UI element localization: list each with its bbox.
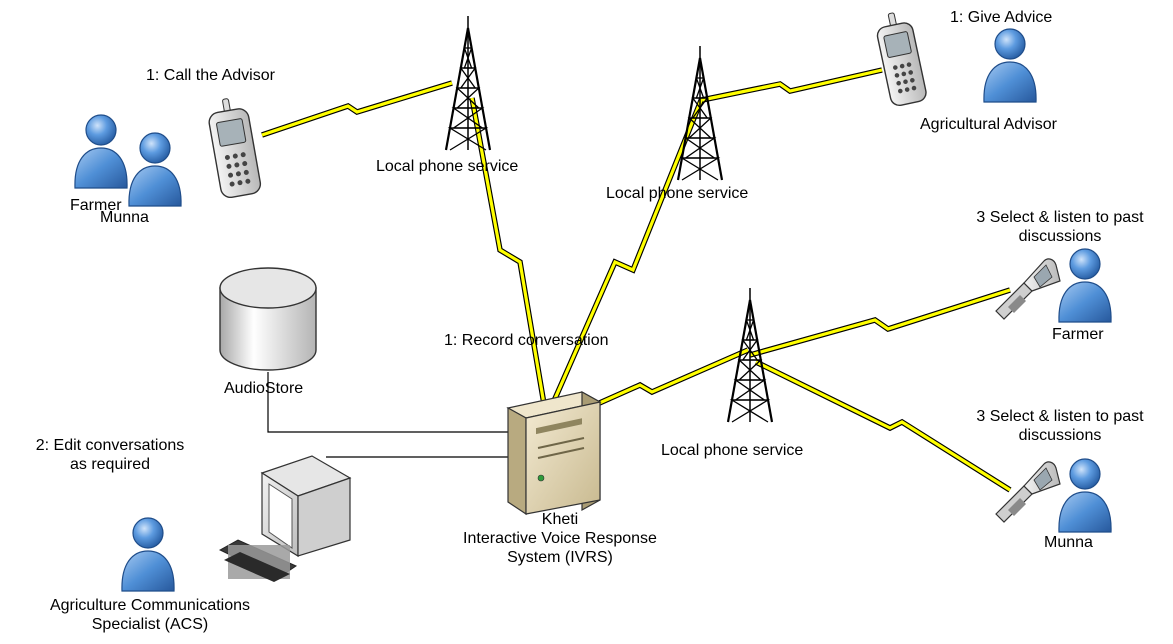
flip-phone-icon [995, 461, 1061, 523]
link-tower1-server [469, 97, 548, 411]
local-phone-service-label-1: Local phone service [376, 158, 519, 175]
select-listen-2-line2: discussions [1018, 427, 1102, 444]
give-advice-label: 1: Give Advice [950, 9, 1053, 26]
link-tower2-advisor-phone [701, 67, 883, 103]
person-icon [128, 132, 182, 207]
munna-left-label: Munna [100, 209, 149, 226]
person-icon [121, 517, 175, 592]
call-advisor-label: 1: Call the Advisor [146, 67, 275, 84]
database-icon [219, 267, 317, 371]
farmer-right-label: Farmer [1052, 326, 1104, 343]
kheti-ivrs-label: Kheti Interactive Voice Response System … [410, 510, 710, 567]
wireless-links [261, 67, 1012, 493]
select-listen-1-line2: discussions [1018, 228, 1102, 245]
link-tower3-farmer-phone [749, 287, 1011, 358]
mobile-phone-icon [208, 98, 262, 199]
agricultural-advisor-label: Agricultural Advisor [920, 116, 1057, 133]
local-phone-service-label-2: Local phone service [606, 185, 749, 202]
link-left-phone-tower1 [261, 80, 453, 138]
cell-tower-icon [676, 44, 724, 182]
select-listen-label-1: 3 Select & listen to past discussions [950, 208, 1170, 246]
wired-connectors [267, 372, 514, 458]
person-icon [74, 114, 128, 189]
server-icon [506, 390, 602, 516]
select-listen-label-2: 3 Select & listen to past discussions [950, 407, 1170, 445]
connector-audiostore-server [267, 372, 514, 433]
audiostore-label: AudioStore [224, 380, 304, 397]
select-listen-2-line1: 3 Select & listen to past [976, 408, 1144, 425]
edit-line1: 2: Edit conversations [35, 437, 185, 454]
kheti-line2: Interactive Voice Response [463, 530, 657, 547]
acs-label: Agriculture Communications Specialist (A… [0, 596, 300, 634]
person-icon [1058, 248, 1112, 323]
kheti-line1: Kheti [541, 511, 579, 528]
mobile-phone-icon [876, 12, 927, 107]
local-phone-service-label-3: Local phone service [661, 442, 804, 459]
munna-right-label: Munna [1044, 534, 1093, 551]
select-listen-1-line1: 3 Select & listen to past [976, 209, 1144, 226]
acs-line1: Agriculture Communications [49, 597, 251, 614]
edit-conversations-label: 2: Edit conversations as required [10, 436, 210, 474]
person-icon [1058, 458, 1112, 533]
link-server-tower2 [547, 96, 705, 412]
record-conversation-label: 1: Record conversation [444, 332, 609, 349]
edit-line2: as required [69, 456, 151, 473]
acs-line2: Specialist (ACS) [91, 616, 209, 633]
cell-tower-icon [444, 14, 492, 152]
person-icon [983, 28, 1037, 103]
link-tower3-munna-phone [754, 359, 1012, 493]
farmer-left-label: Farmer [70, 197, 122, 214]
computer-icon [218, 455, 352, 582]
kheti-line3: System (IVRS) [507, 549, 613, 566]
